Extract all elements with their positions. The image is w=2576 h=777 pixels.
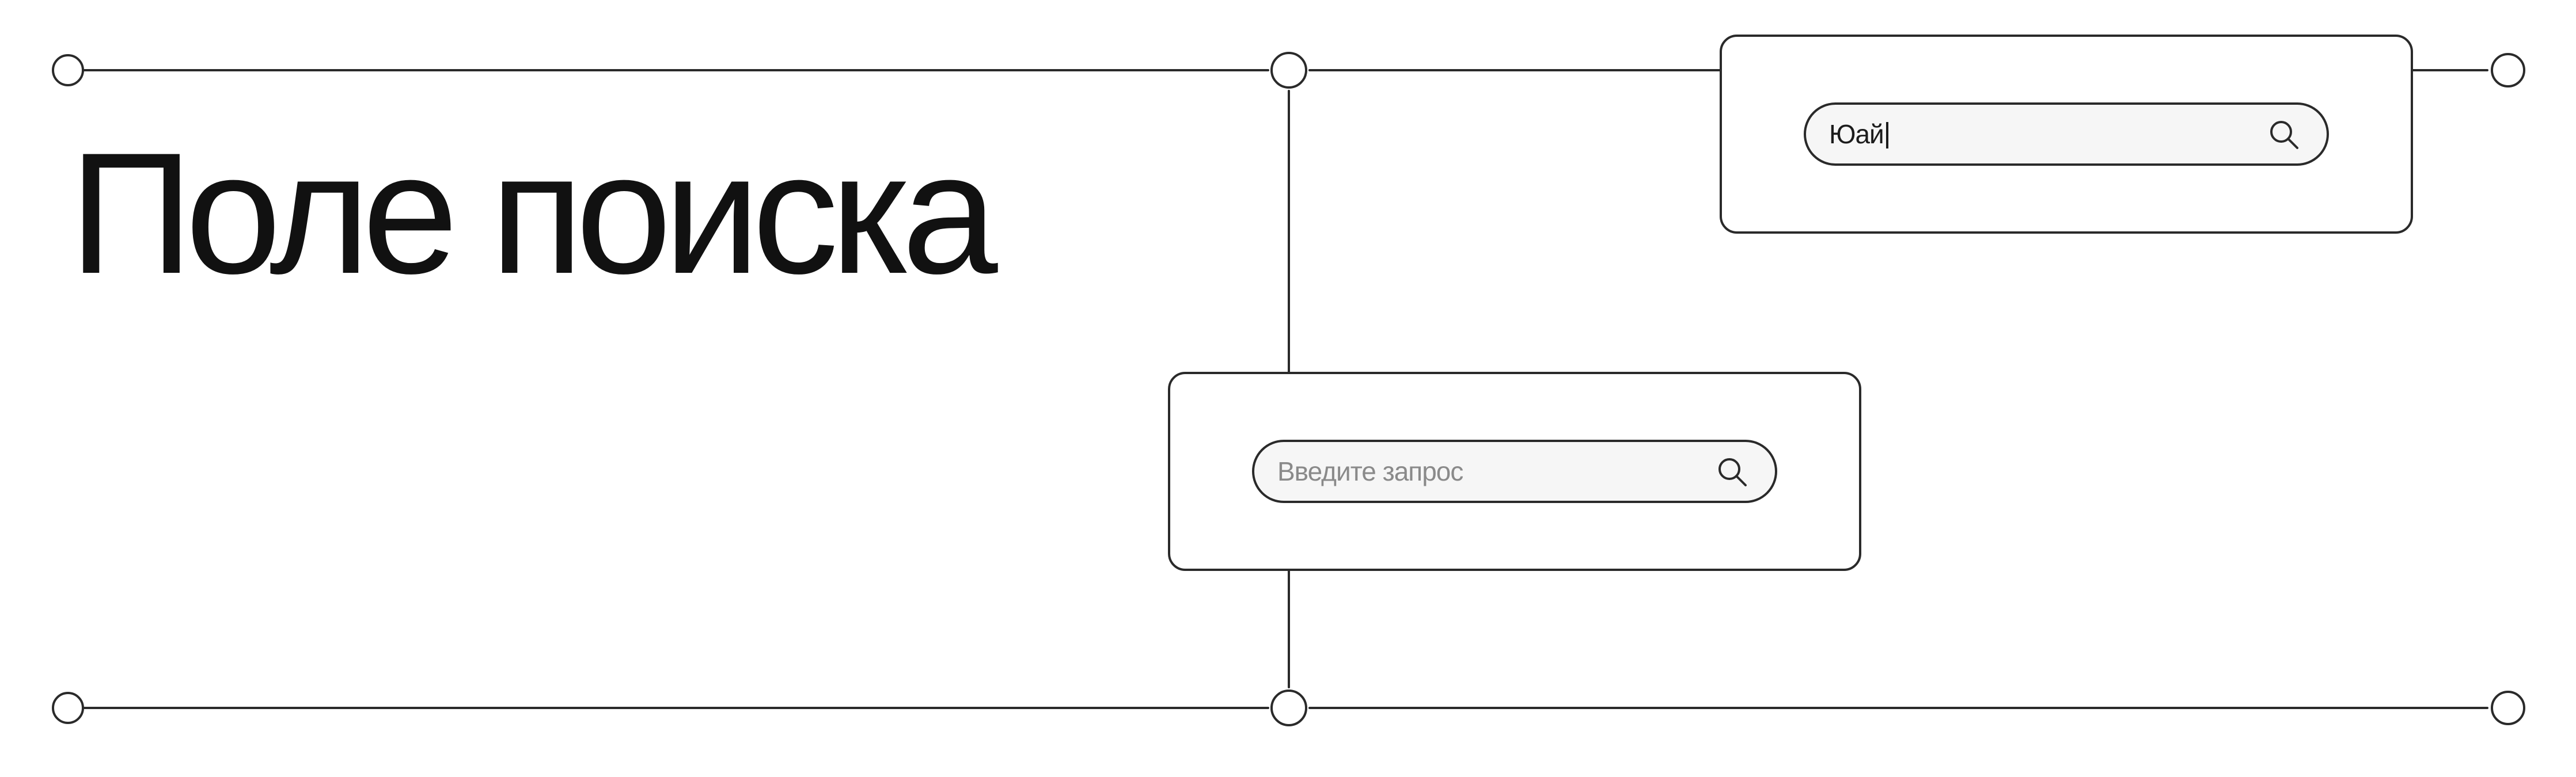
search-panel-filled: Юай xyxy=(1720,35,2413,234)
node-circle-top-right xyxy=(2491,53,2525,87)
node-circle-top-left xyxy=(52,54,84,86)
search-input-empty[interactable]: Введите запрос xyxy=(1252,440,1777,503)
node-circle-bottom-center xyxy=(1270,690,1307,726)
text-caret xyxy=(1886,122,1888,148)
search-panel-empty: Введите запрос xyxy=(1168,372,1861,571)
search-input-filled[interactable]: Юай xyxy=(1804,102,2329,166)
node-circle-bottom-left xyxy=(52,692,84,724)
node-circle-top-center xyxy=(1270,52,1307,89)
search-input-value: Юай xyxy=(1829,119,1884,149)
page-title: Поле поиска xyxy=(69,116,998,310)
node-circle-bottom-right xyxy=(2491,691,2525,725)
search-icon[interactable] xyxy=(1715,455,1750,489)
search-input-placeholder: Введите запрос xyxy=(1277,456,1463,486)
search-icon[interactable] xyxy=(2267,117,2301,152)
